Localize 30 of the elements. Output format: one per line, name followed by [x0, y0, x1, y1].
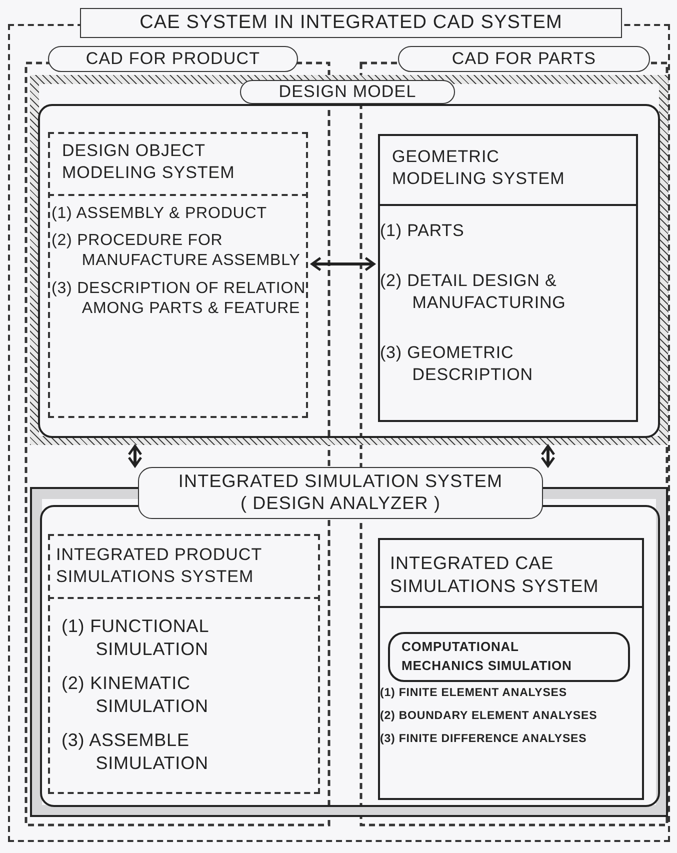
double-arrow [540, 444, 556, 468]
list-item: (1) ASSEMBLY & PRODUCT [52, 204, 268, 224]
box-heading: INTEGRATED CAE SIMULATIONS SYSTEM [390, 552, 600, 598]
dashed-box [48, 132, 308, 418]
list-item: (1) FUNCTIONAL SIMULATION [62, 614, 210, 661]
box-heading: DESIGN OBJECT MODELING SYSTEM [62, 140, 236, 184]
system-box [378, 134, 638, 422]
label-pill: DESIGN MODEL [240, 80, 455, 104]
box-heading: GEOMETRIC MODELING SYSTEM [392, 146, 566, 190]
list-item: (3) GEOMETRIC DESCRIPTION [380, 342, 534, 386]
dashed-box [48, 534, 320, 794]
rounded-box [388, 632, 630, 682]
title-box: CAE SYSTEM IN INTEGRATED CAD SYSTEM [80, 8, 622, 38]
list-item: (2) KINEMATIC SIMULATION [62, 672, 210, 718]
box-heading: INTEGRATED PRODUCT SIMULATIONS SYSTEM [56, 544, 263, 588]
box-label: COMPUTATIONAL MECHANICS SIMULATION [402, 638, 573, 674]
label-pill: CAD FOR PARTS [398, 46, 650, 72]
list-item: (3) DESCRIPTION OF RELATION AMONG PARTS & FEATURE [52, 278, 307, 320]
list-item: (2) DETAIL DESIGN & MANUFACTURING [380, 270, 567, 314]
list-item: (2) PROCEDURE FOR MANUFACTURE ASSEMBLY [52, 230, 302, 272]
list-item: (3) FINITE DIFFERENCE ANALYSES [380, 732, 588, 747]
list-item: (1) FINITE ELEMENT ANALYSES [380, 686, 568, 701]
label-pill: INTEGRATED SIMULATION SYSTEM ( DESIGN ANALYZER ) [138, 467, 543, 519]
list-item: (2) BOUNDARY ELEMENT ANALYSES [380, 709, 598, 724]
double-arrow [128, 444, 142, 468]
list-item: (3) ASSEMBLE SIMULATION [62, 728, 210, 775]
system-box [378, 538, 644, 800]
label-pill: CAD FOR PRODUCT [48, 46, 298, 72]
double-arrow [310, 256, 376, 272]
list-item: (1) PARTS [380, 220, 466, 242]
